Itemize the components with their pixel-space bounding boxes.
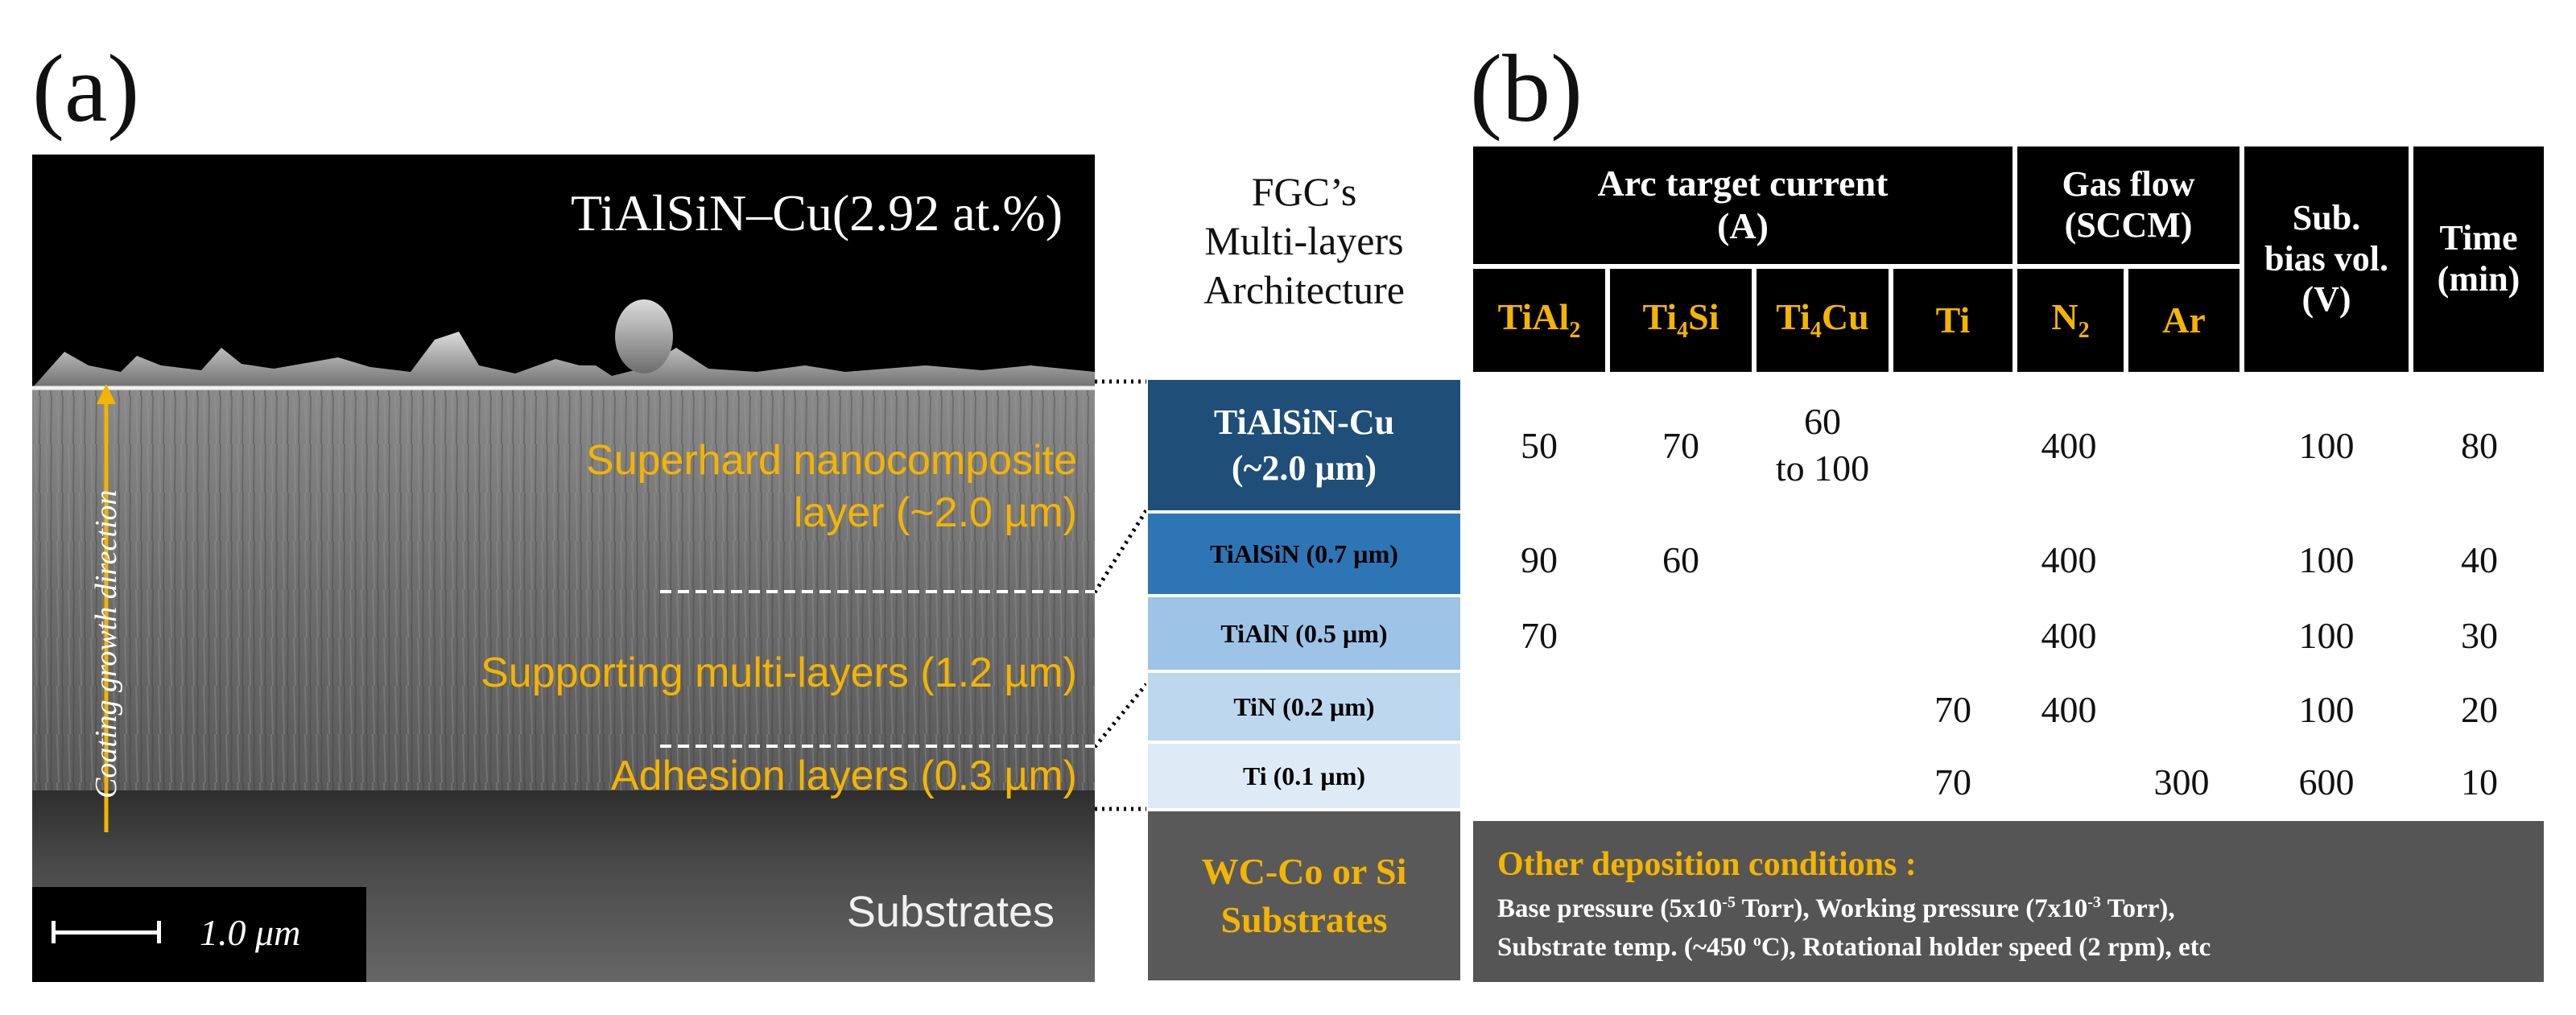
layer-tialsin-cu: TiAlSiN-Cu (~2.0 µm): [1146, 378, 1462, 512]
table-cell: 80: [2461, 425, 2498, 466]
header-arc-target-current: Arc target current (A): [1473, 146, 2013, 264]
header-arc-line1: Arc target current: [1597, 163, 1889, 204]
sem-image: [32, 155, 1095, 982]
table-cell: 100: [2298, 539, 2355, 580]
notes-line-2: Substrate temp. (~450 oC), Rotational ho…: [1497, 932, 2211, 962]
fgc-heading: FGC’s Multi-layers Architecture: [1135, 167, 1473, 315]
layer-substrate-name2: Substrates: [1220, 899, 1388, 940]
adhesion-layer-label: Adhesion layers (0.3 µm): [610, 753, 1077, 799]
growth-direction-label: Coating growth direction: [89, 489, 123, 798]
layer-ti: Ti (0.1 µm): [1146, 742, 1462, 810]
header-gas-line1: Gas flow: [2062, 164, 2195, 204]
table-cell: 100: [2298, 425, 2355, 466]
table-cell: 60: [1662, 539, 1699, 580]
subheader-ti4si: Ti4Si: [1610, 269, 1752, 372]
layer-substrate: WC-Co or Si Substrates: [1146, 810, 1462, 982]
connector-lines: [1095, 379, 1149, 811]
subheader-ti: Ti: [1893, 269, 2013, 372]
table-cell: 60: [1804, 401, 1841, 442]
sem-micrograph: TiAlSiN–Cu(2.92 at.%) Superhard nanocomp…: [32, 155, 1095, 982]
notes-title: Other deposition conditions :: [1497, 846, 1917, 883]
layer-tialn-label: TiAlN (0.5 µm): [1220, 618, 1388, 648]
header-gas-flow: Gas flow (SCCM): [2017, 146, 2240, 264]
subheader-ti4cu: Ti4Cu: [1757, 269, 1889, 372]
layer-ti-label: Ti (0.1 µm): [1242, 761, 1366, 790]
table-cell: 100: [2298, 615, 2355, 656]
fgc-heading-line3: Architecture: [1203, 267, 1405, 312]
table-cell: 400: [2041, 539, 2097, 580]
subheader-tial2: TiAl2: [1473, 269, 1605, 372]
scale-bar-line: [52, 930, 161, 935]
table-cell: 100: [2298, 689, 2355, 730]
table-cell: 70: [1934, 689, 1971, 730]
table-cell: 70: [1662, 425, 1699, 466]
table-cell: 400: [2041, 689, 2097, 730]
table-cell: 70: [1934, 761, 1971, 803]
superhard-label-line1: Superhard nanocomposite: [586, 437, 1077, 484]
header-time-line2: (min): [2437, 259, 2520, 299]
table-cell: 10: [2461, 761, 2498, 803]
supporting-layer-label: Supporting multi-layers (1.2 µm): [481, 650, 1077, 696]
layer-tin: TiN (0.2 µm): [1146, 671, 1462, 742]
layer-substrate-name: WC-Co or Si: [1201, 851, 1407, 893]
table-cell: 20: [2461, 689, 2498, 730]
sem-title: TiAlSiN–Cu(2.92 at.%): [570, 184, 1063, 241]
scale-bar-text: 1.0 μm: [200, 912, 301, 953]
layer-tin-label: TiN (0.2 µm): [1233, 691, 1375, 721]
subheader-n2: N2: [2017, 269, 2124, 372]
table-cell: 50: [1521, 425, 1558, 466]
subheader-ar: Ar: [2128, 269, 2240, 372]
superhard-layer-label: Superhard nanocomposite layer (~2.0 µm): [586, 435, 1077, 539]
table-cell: 400: [2041, 615, 2097, 656]
table-cell: 90: [1521, 539, 1558, 580]
layer-tialsin-cu-thickness: (~2.0 µm): [1231, 448, 1377, 488]
substrates-label: Substrates: [846, 888, 1055, 936]
layer-tialsin: TiAlSiN (0.7 µm): [1146, 512, 1462, 596]
fgc-heading-line1: FGC’s: [1251, 169, 1357, 214]
table-cell: 40: [2461, 539, 2498, 580]
header-bias-line1: Sub.: [2292, 198, 2361, 238]
deposition-notes-box: Other deposition conditions : Base press…: [1473, 821, 2544, 982]
header-arc-line2: (A): [1717, 205, 1769, 246]
header-sub-bias-voltage: Sub. bias vol. (V): [2244, 146, 2409, 372]
header-time: Time (min): [2413, 146, 2544, 372]
table-cell: 30: [2461, 615, 2498, 656]
fgc-heading-line2: Multi-layers: [1204, 218, 1404, 263]
table-cell: 70: [1521, 615, 1558, 656]
table-cell: to 100: [1775, 448, 1870, 489]
scale-bar-box: 1.0 μm: [32, 887, 366, 982]
layer-tialn: TiAlN (0.5 µm): [1146, 596, 1462, 671]
notes-line-1: Base pressure (5x10-5 Torr), Working pre…: [1497, 893, 2175, 923]
table-cell: 600: [2298, 761, 2355, 803]
panel-a-letter: (a): [32, 35, 140, 142]
panel-b-letter: (b): [1470, 35, 1583, 142]
table-cell: 300: [2153, 761, 2210, 803]
superhard-label-line2: layer (~2.0 µm): [793, 489, 1077, 536]
layer-tialsin-label: TiAlSiN (0.7 µm): [1210, 538, 1398, 568]
layer-tialsin-cu-name: TiAlSiN-Cu: [1213, 402, 1395, 442]
header-bias-line3: (V): [2301, 279, 2351, 320]
header-bias-line2: bias vol.: [2264, 238, 2389, 279]
header-gas-line2: (SCCM): [2064, 205, 2193, 245]
header-time-line1: Time: [2439, 218, 2518, 258]
table-cell: 400: [2041, 425, 2097, 466]
